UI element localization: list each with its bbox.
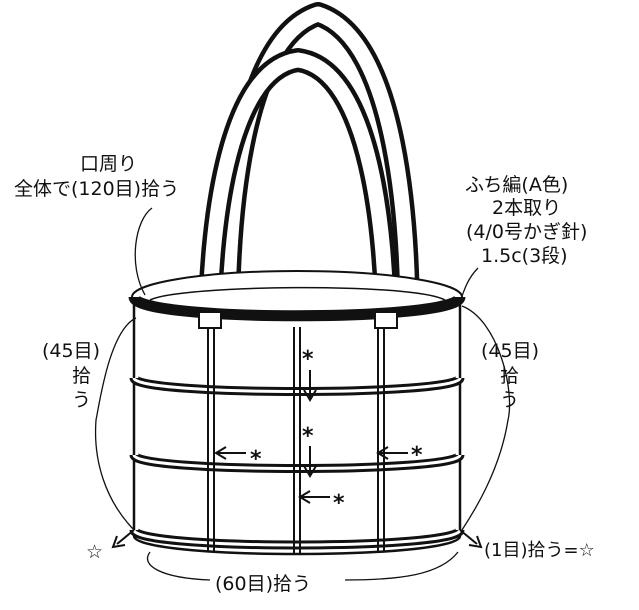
asterisk-marker: * — [302, 424, 314, 449]
corner-arrows — [111, 529, 483, 549]
edge-label-line4: 1.5c(3段) — [481, 245, 568, 267]
left-count-label: (45目) — [42, 340, 100, 362]
left-pick-label-1: 拾 — [72, 365, 91, 387]
asterisk-markers: * * * * * — [250, 347, 423, 516]
right-pick-label-2: う — [500, 389, 519, 411]
asterisk-marker: * — [411, 443, 423, 468]
inner-back-wall — [149, 286, 446, 301]
left-pick-label-2: う — [72, 389, 91, 411]
rim-label-line1: 口周り — [80, 153, 137, 175]
rim-edging-band — [128, 293, 466, 322]
rim-label-line2: 全体で(120目)拾う — [14, 178, 179, 200]
right-count-label: (45目) — [481, 340, 539, 362]
back-handle — [216, 2, 420, 324]
horizontal-bands — [129, 373, 465, 550]
right-pick-label-1: 拾 — [500, 365, 519, 387]
asterisk-marker: * — [333, 491, 345, 516]
edge-label-line1: ふち編(A色) — [465, 174, 568, 196]
right-start-label: (1目)拾う=☆ — [484, 540, 595, 561]
vertical-strips — [207, 327, 385, 554]
direction-arrows — [214, 370, 408, 504]
edge-label-line2: 2本取り — [492, 197, 561, 219]
bottom-pick-label: (60目)拾う — [215, 573, 311, 595]
asterisk-marker: * — [250, 447, 262, 472]
left-star-label: ☆ — [86, 541, 103, 563]
leader-lines — [94, 207, 511, 581]
front-handle — [198, 48, 398, 326]
asterisk-marker: * — [302, 347, 314, 372]
bag-body — [132, 296, 462, 556]
handle-ends — [198, 311, 398, 329]
edge-label-line3: (4/0号かぎ針) — [466, 221, 587, 243]
